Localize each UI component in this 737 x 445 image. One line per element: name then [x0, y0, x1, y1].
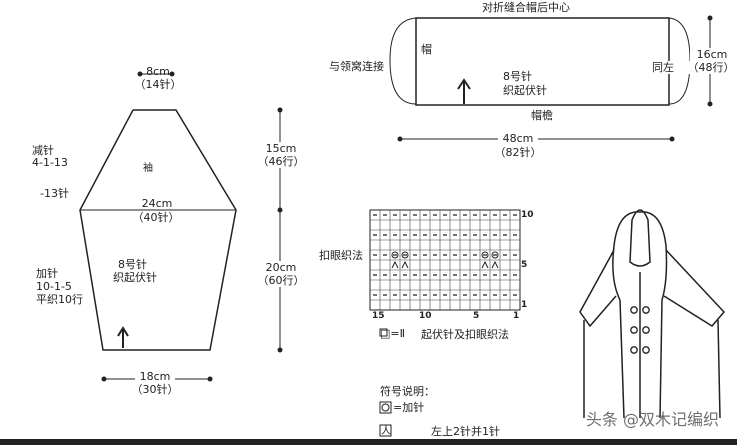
- hood-needle: 8号针: [503, 70, 532, 83]
- decrease-total: -13针: [40, 187, 69, 200]
- sleeve-mid-width: 24cm: [141, 197, 173, 210]
- k2tog-symbol-box: [379, 424, 392, 437]
- hood-label: 帽: [421, 43, 432, 56]
- sleeve-needle: 8号针: [118, 258, 147, 271]
- sleeve-lower-height: 20cm: [258, 261, 304, 274]
- legend-square: [379, 328, 388, 337]
- sleeve-bottom-width: 18cm: [135, 370, 175, 383]
- symbols-title: 符号说明：: [380, 385, 435, 398]
- row-5: 5: [521, 260, 528, 270]
- buttonhole-chart-grid: [369, 209, 521, 311]
- sleeve-stitch: 织起伏针: [113, 271, 157, 284]
- yarn-over-label: =加针: [393, 401, 425, 414]
- hood-neck-note: 与领窝连接: [329, 60, 384, 73]
- sleeve-bottom-stitches: （30针）: [131, 383, 179, 396]
- increase-plain: 平织10行: [36, 293, 83, 306]
- legend-text: 起伏针及扣眼织法: [421, 328, 509, 341]
- hood-width-stitches: （82针）: [494, 146, 542, 159]
- yarn-over-symbol: [379, 401, 392, 414]
- hood-height: 16cm: [690, 48, 734, 61]
- row-10: 10: [521, 210, 534, 220]
- hood-stitch: 织起伏针: [503, 84, 547, 97]
- hood-width: 48cm: [498, 132, 538, 145]
- row-1: 1: [521, 300, 528, 310]
- increase-rule: 10-1-5: [36, 280, 72, 293]
- decrease-title: 减针: [32, 144, 54, 157]
- sleeve-top-width: 8cm: [146, 65, 170, 78]
- sleeve-upper-height: 15cm: [258, 142, 304, 155]
- hood-fold-left: [389, 17, 417, 105]
- hood-height-rows: （48行）: [686, 61, 736, 74]
- decrease-rule: 4-1-13: [32, 156, 68, 169]
- sleeve-top-stitches: （14针）: [134, 78, 182, 91]
- sleeve-mid-stitches: （40针）: [132, 211, 180, 224]
- legend-symbol: □=Ⅱ: [380, 327, 406, 340]
- k2tog-label: 左上2针并1针: [431, 425, 500, 438]
- k2tog-symbol: 人: [381, 426, 391, 437]
- increase-title: 加针: [36, 267, 58, 280]
- hood-top-note: 对折缝合帽后中心: [466, 1, 586, 14]
- bottom-border: [0, 439, 737, 445]
- buttonhole-label: 扣眼织法: [319, 249, 363, 262]
- col-15: 15: [372, 311, 385, 321]
- col-10: 10: [419, 311, 432, 321]
- watermark: 头条 @双木记编织: [585, 410, 719, 429]
- sleeve-outline: [79, 109, 237, 351]
- sleeve-lower-rows: （60行）: [254, 274, 308, 287]
- sleeve-upper-rows: （46行）: [254, 155, 308, 168]
- sleeve-label: 袖: [143, 163, 153, 174]
- hood-brim: 帽檐: [524, 109, 560, 122]
- col-5: 5: [473, 311, 480, 321]
- coat-sketch: [579, 209, 726, 419]
- coat-buttons: [630, 306, 650, 354]
- hood-same-left: 同左: [652, 61, 674, 74]
- col-1: 1: [513, 311, 520, 321]
